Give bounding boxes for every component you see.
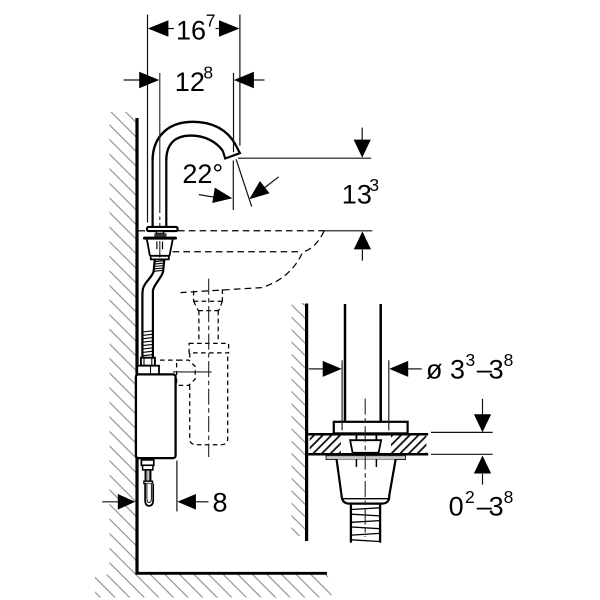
svg-text:13: 13 [342,180,372,210]
svg-text:8: 8 [504,350,514,370]
svg-text:3: 3 [489,491,504,521]
svg-text:3: 3 [466,350,476,370]
svg-text:–: – [477,355,492,385]
svg-text:8: 8 [504,487,514,507]
svg-text:0: 0 [449,491,464,521]
svg-text:2: 2 [465,487,475,507]
svg-text:22°: 22° [182,159,223,189]
svg-text:ø 3: ø 3 [426,355,465,385]
svg-text:16: 16 [176,15,206,45]
svg-text:8: 8 [203,62,213,82]
svg-text:–: – [477,491,492,521]
svg-text:3: 3 [369,175,379,195]
svg-text:3: 3 [489,355,504,385]
svg-text:12: 12 [175,67,205,97]
svg-text:7: 7 [206,11,216,31]
svg-text:8: 8 [213,488,228,518]
